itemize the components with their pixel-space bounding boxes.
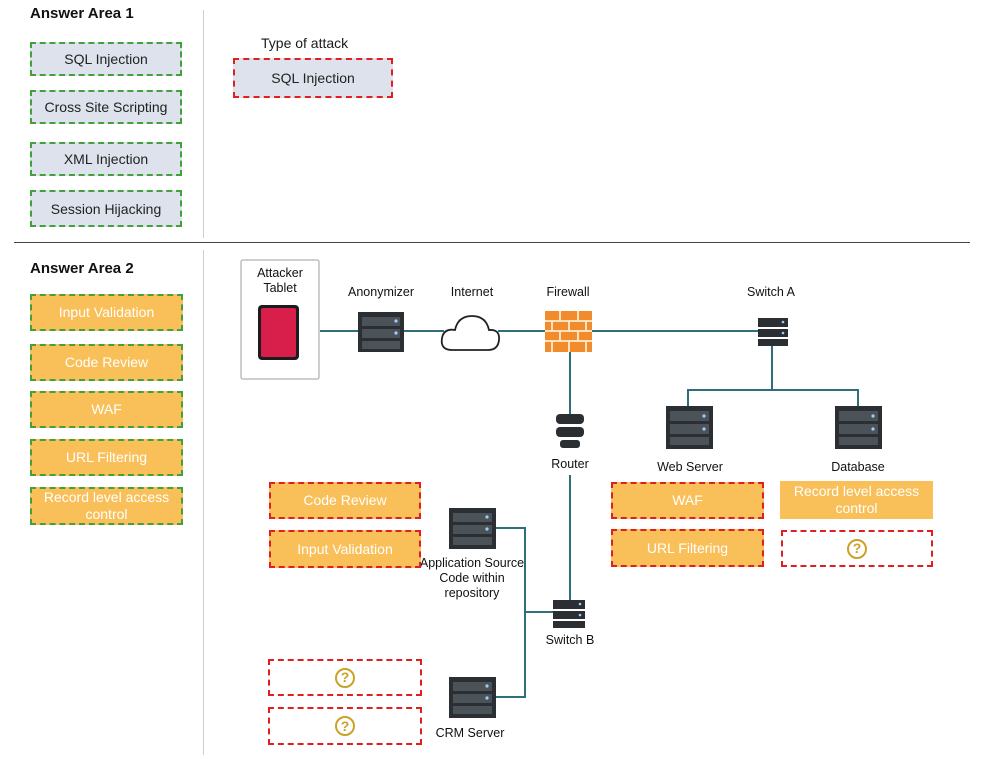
option-input-validation[interactable]: Input Validation xyxy=(30,294,183,331)
application-source-server-icon xyxy=(449,508,496,549)
web-server-icon xyxy=(666,406,713,449)
question-mark-icon: ? xyxy=(335,716,355,736)
router-label: Router xyxy=(551,457,589,471)
db-slot-2[interactable]: ? xyxy=(781,530,933,567)
option-session-hijacking[interactable]: Session Hijacking xyxy=(30,190,182,227)
db-slot-1[interactable]: Record level access control xyxy=(780,481,933,519)
application-source-label: Application Source Code within repositor… xyxy=(419,556,525,600)
web-slot-1[interactable]: WAF xyxy=(611,482,764,519)
option-url-filtering[interactable]: URL Filtering xyxy=(30,439,183,476)
option-sql-injection[interactable]: SQL Injection xyxy=(30,42,182,76)
internet-label: Internet xyxy=(450,285,494,299)
option-waf[interactable]: WAF xyxy=(30,391,183,428)
database-label: Database xyxy=(831,460,885,474)
answer-area-2-title: Answer Area 2 xyxy=(30,260,134,277)
question-mark-icon: ? xyxy=(847,538,867,559)
crm-slot-2[interactable]: ? xyxy=(268,707,422,745)
connection-lines xyxy=(320,330,859,698)
option-code-review[interactable]: Code Review xyxy=(30,344,183,381)
attacker-tablet-label: Attacker Tablet xyxy=(257,266,303,295)
crm-server-icon xyxy=(449,677,496,718)
option-xml-injection[interactable]: XML Injection xyxy=(30,142,182,176)
database-server-icon xyxy=(835,406,882,449)
option-record-level-access-control[interactable]: Record level access control xyxy=(30,487,183,525)
type-of-attack-label: Type of attack xyxy=(261,35,349,51)
switch-a-label: Switch A xyxy=(747,285,795,299)
app-slot-1[interactable]: Code Review xyxy=(269,482,421,519)
area1-divider xyxy=(203,10,204,238)
switch-b-label: Switch B xyxy=(545,633,595,647)
anonymizer-label: Anonymizer xyxy=(348,285,414,299)
areas-separator xyxy=(14,242,970,243)
attacker-tablet-icon xyxy=(240,259,320,380)
question-mark-icon: ? xyxy=(335,667,355,688)
area2-divider xyxy=(203,250,204,755)
internet-cloud-icon xyxy=(440,315,500,351)
switch-b-icon xyxy=(553,600,585,628)
switch-a-icon xyxy=(758,318,788,346)
crm-slot-1[interactable]: ? xyxy=(268,659,422,696)
web-server-label: Web Server xyxy=(657,460,723,474)
web-slot-2[interactable]: URL Filtering xyxy=(611,529,764,567)
router-icon xyxy=(556,414,584,448)
app-slot-2[interactable]: Input Validation xyxy=(269,530,421,568)
answer-area-1-title: Answer Area 1 xyxy=(30,5,134,22)
anonymizer-server-icon xyxy=(358,312,404,352)
crm-server-label: CRM Server xyxy=(435,726,505,740)
firewall-icon xyxy=(545,311,592,352)
option-cross-site-scripting[interactable]: Cross Site Scripting xyxy=(30,90,182,124)
type-of-attack-dropzone[interactable]: SQL Injection xyxy=(233,58,393,98)
firewall-label: Firewall xyxy=(546,285,590,299)
